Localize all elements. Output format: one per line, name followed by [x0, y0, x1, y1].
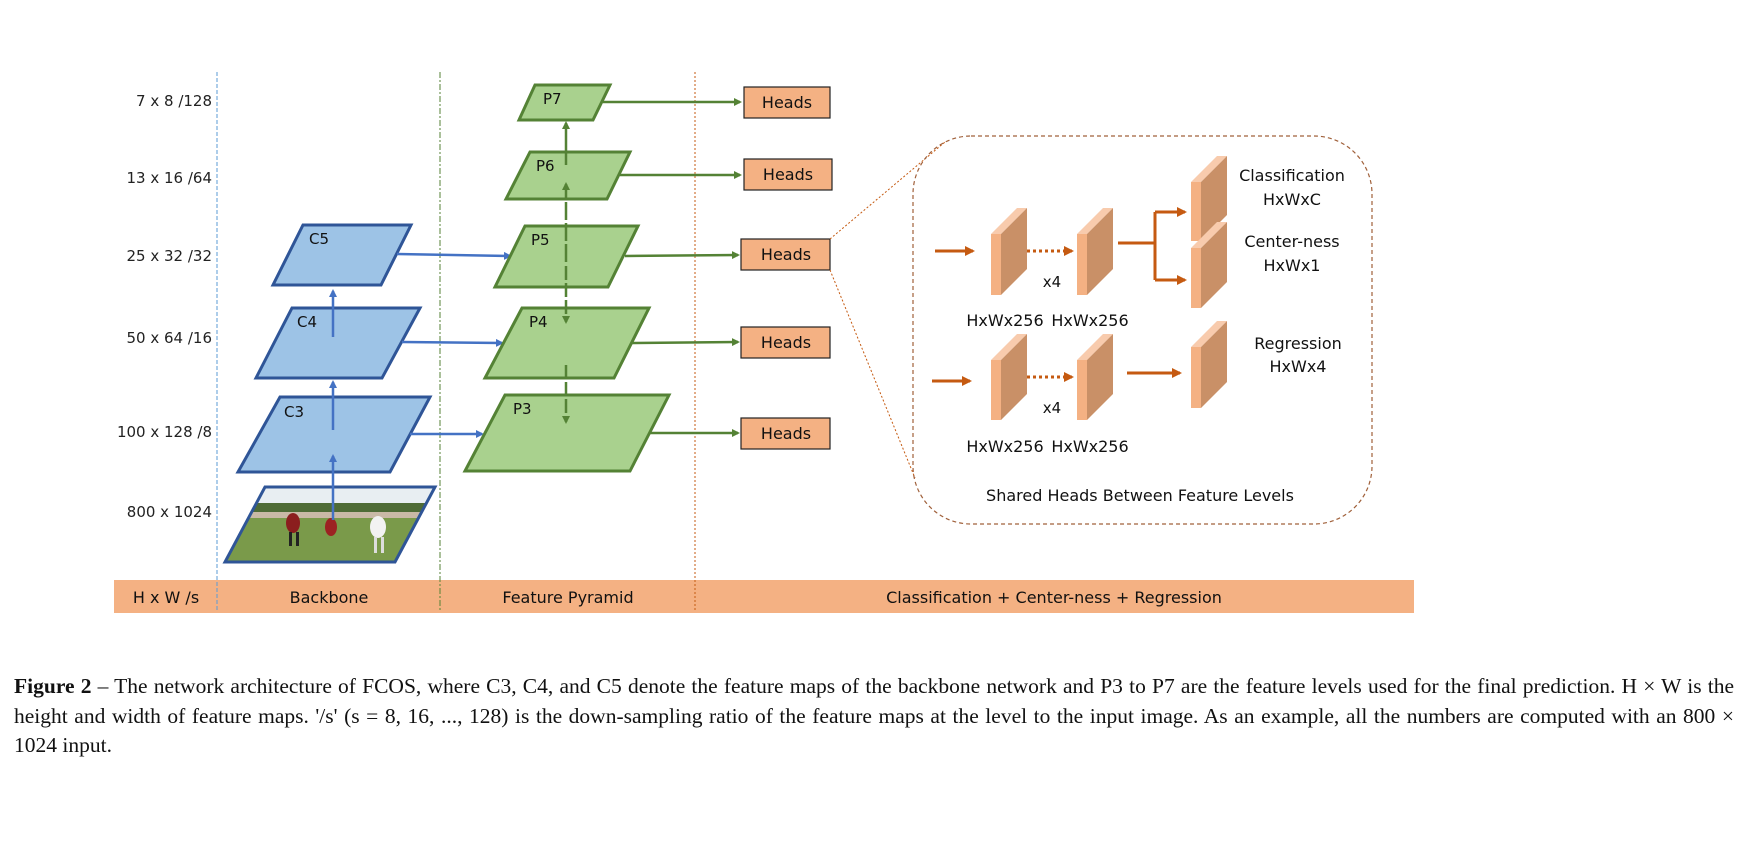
- resolution-label-p7: 7 x 8 /128: [136, 92, 212, 110]
- backbone-label-c3: C3: [284, 403, 304, 421]
- pyramid-label-p5: P5: [531, 231, 550, 249]
- heads-label-p6: Heads: [763, 165, 813, 184]
- feature-pyramid: P7 P6 P5 P4 P3: [462, 83, 742, 473]
- tensor-top-face: [1191, 222, 1227, 248]
- player-1-leg: [296, 532, 299, 546]
- tensor-label-cls-2: HxWx256: [1051, 311, 1128, 330]
- tensor-side-face: [1201, 222, 1227, 308]
- input-image: [222, 485, 438, 564]
- tensor-side-face: [1087, 208, 1113, 295]
- resolution-label-p3: 100 x 128 /8: [117, 423, 212, 441]
- heads-box-p6: [743, 158, 833, 191]
- player-3-leg: [381, 537, 384, 553]
- bottom-bar-background: [114, 580, 1414, 613]
- resolution-label-p5: 25 x 32 /32: [127, 247, 213, 265]
- resolution-label-input: 800 x 1024: [127, 503, 212, 521]
- tensor-side-face: [1201, 156, 1227, 241]
- pyramid-label-p4: P4: [529, 313, 548, 331]
- pyramid-label-p7: P7: [543, 90, 562, 108]
- input-image-crowd: [248, 512, 421, 518]
- player-3-leg: [374, 537, 377, 553]
- tensor-label-reg-2: HxWx256: [1051, 437, 1128, 456]
- backbone-map-c4: [253, 306, 423, 380]
- backbone-label-c5: C5: [309, 230, 329, 248]
- heads-box-p4: [740, 326, 831, 359]
- bar-label-pyramid: Feature Pyramid: [502, 588, 633, 607]
- bottom-bar: H x W /s Backbone Feature Pyramid Classi…: [114, 580, 1414, 613]
- repeat-label-reg: x4: [1043, 399, 1061, 417]
- shared-heads-title: Shared Heads Between Feature Levels: [986, 486, 1294, 505]
- backbone-map-c5: [270, 223, 414, 287]
- tensor-side-face: [1201, 321, 1227, 408]
- arrow-c4-to-p4: [401, 338, 504, 347]
- shared-heads-border: [912, 135, 1373, 525]
- player-1: [286, 513, 300, 533]
- player-1-leg: [289, 532, 292, 546]
- bar-label-backbone: Backbone: [290, 588, 369, 607]
- heads-column: Heads Heads Heads Heads Heads: [740, 86, 833, 450]
- tensor-reg-1: [991, 360, 1001, 420]
- tensor-cls-2: [1077, 234, 1087, 295]
- resolution-label-p4: 50 x 64 /16: [127, 329, 213, 347]
- zoom-line-top: [829, 141, 946, 240]
- player-2: [325, 518, 337, 536]
- pyramid-map-p3: [462, 393, 672, 473]
- pyramid-map-p6: [503, 150, 633, 201]
- tensor-side-face: [1001, 208, 1027, 295]
- tensor-cls-1: [991, 234, 1001, 295]
- heads-label-p4: Heads: [761, 333, 811, 352]
- heads-label-p7: Heads: [762, 93, 812, 112]
- bar-label-heads: Classification + Center-ness + Regressio…: [886, 588, 1222, 607]
- fcos-architecture-diagram: H x W /s Backbone Feature Pyramid Classi…: [114, 72, 1414, 613]
- tensor-side-face: [1087, 334, 1113, 420]
- caption-text: – The network architecture of FCOS, wher…: [14, 674, 1735, 757]
- heads-box-p7: [743, 86, 831, 119]
- pyramid-label-p3: P3: [513, 400, 532, 418]
- backbone-map-c3: [235, 395, 433, 474]
- caption-label: Figure 2: [14, 674, 92, 698]
- player-3: [370, 516, 386, 538]
- pyramid-map-p4: [482, 306, 652, 380]
- tensor-regression: [1191, 347, 1201, 408]
- tensor-top-face: [1191, 156, 1227, 182]
- classification-shape: HxWxC: [1263, 190, 1321, 209]
- heads-label-p3: Heads: [761, 424, 811, 443]
- tensor-reg-2: [1077, 360, 1087, 420]
- tensor-classification: [1191, 182, 1201, 241]
- regression-label: Regression: [1254, 334, 1342, 353]
- pyramid-map-p7: [516, 83, 613, 122]
- resolution-labels: 7 x 8 /128 13 x 16 /64 25 x 32 /32 50 x …: [117, 92, 212, 521]
- tensor-top-face: [1077, 208, 1113, 234]
- tensor-top-face: [1077, 334, 1113, 360]
- tensor-label-reg-1: HxWx256: [966, 437, 1043, 456]
- resolution-label-p6: 13 x 16 /64: [127, 169, 213, 187]
- shared-heads-panel: x4 HxWx256 HxWx256 Classification HxWxC …: [912, 135, 1373, 525]
- regression-shape: HxWx4: [1270, 357, 1327, 376]
- centerness-label: Center-ness: [1244, 232, 1339, 251]
- arrow-c5-to-p5: [396, 251, 512, 260]
- tensor-side-face: [1001, 334, 1027, 420]
- tensor-label-cls-1: HxWx256: [966, 311, 1043, 330]
- bar-label-size: H x W /s: [133, 588, 199, 607]
- backbone-label-c4: C4: [297, 313, 317, 331]
- tensor-top-face: [1191, 321, 1227, 347]
- input-image-border: [222, 485, 438, 564]
- backbone: C5 C4 C3: [235, 223, 512, 520]
- input-image-trees: [251, 503, 426, 513]
- pyramid-label-p6: P6: [536, 157, 555, 175]
- centerness-shape: HxWx1: [1264, 256, 1321, 275]
- tensor-top-face: [991, 334, 1027, 360]
- arrow-p4-to-heads: [631, 338, 740, 347]
- input-image-sky: [255, 487, 435, 505]
- zoom-line-bottom: [829, 269, 916, 479]
- arrow-p5-to-heads: [624, 251, 740, 260]
- tensor-centerness: [1191, 248, 1201, 308]
- tensor-top-face: [991, 208, 1027, 234]
- heads-box-p3: [740, 417, 831, 450]
- heads-box-p5: [740, 238, 831, 271]
- classification-label: Classification: [1239, 166, 1345, 185]
- heads-label-p5: Heads: [761, 245, 811, 264]
- repeat-label-cls: x4: [1043, 273, 1061, 291]
- figure-caption: Figure 2 – The network architecture of F…: [14, 672, 1734, 761]
